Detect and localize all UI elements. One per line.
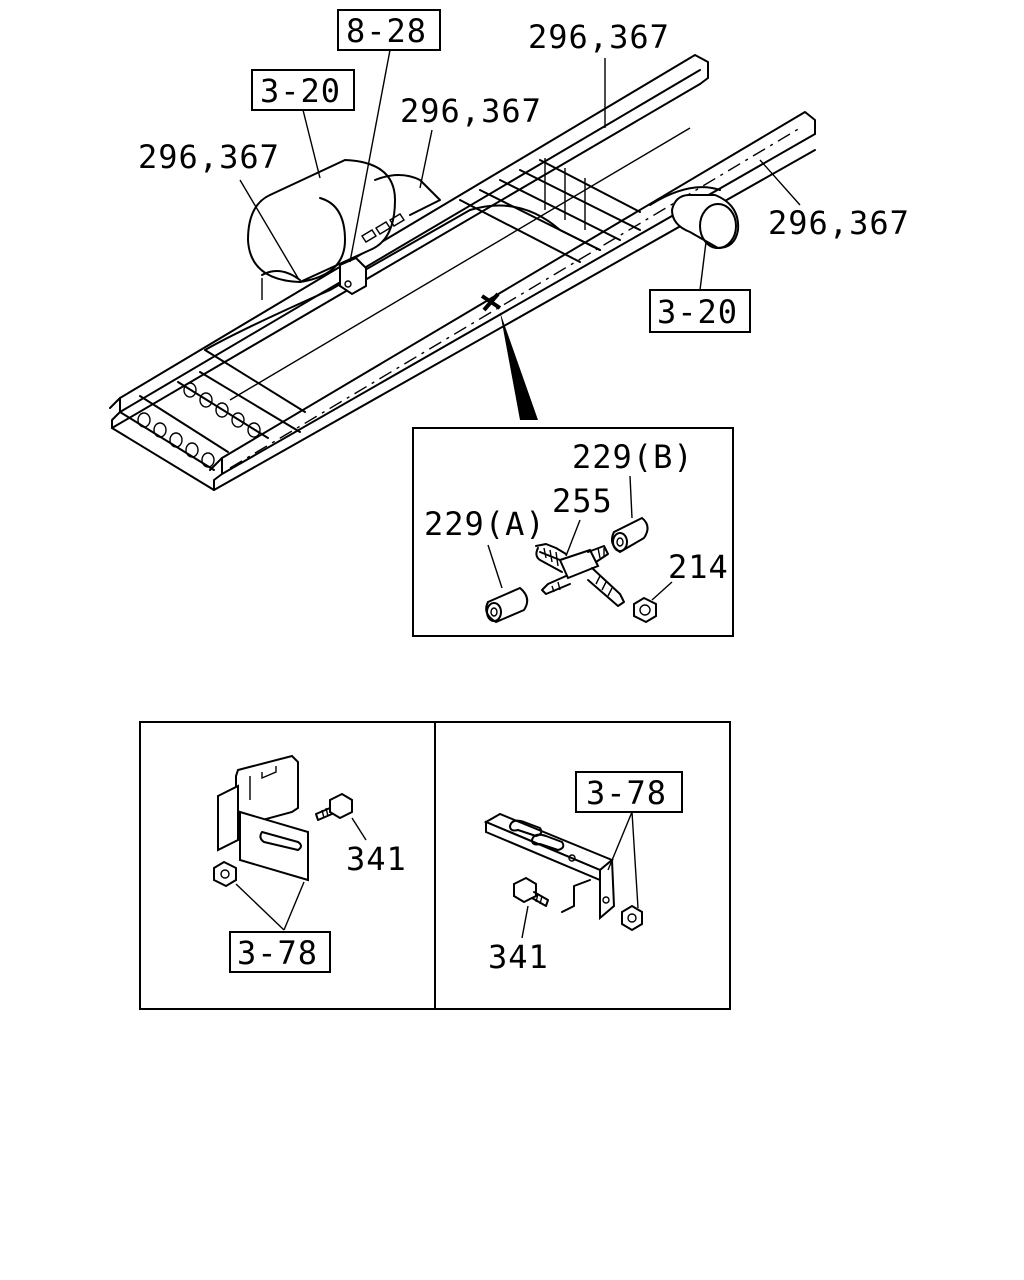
sleeve-229-b	[611, 516, 649, 554]
label-296-367-right: 296,367	[768, 204, 910, 242]
bolt-341-right	[513, 876, 549, 907]
bracket-left	[217, 754, 309, 882]
label-255: 255	[552, 482, 613, 520]
label-341-left: 341	[346, 840, 407, 878]
label-341-right: 341	[488, 938, 549, 976]
sleeve-229-a	[485, 586, 529, 624]
chassis-frame	[109, 54, 816, 491]
bracket-right	[483, 812, 616, 921]
label-ref-8-28: 8-28	[337, 9, 441, 51]
nut-left	[213, 860, 237, 888]
label-214: 214	[668, 548, 729, 586]
detail-pointer	[500, 312, 538, 420]
label-ref-3-20-right: 3-20	[649, 289, 751, 333]
svg-text:3-78: 3-78	[237, 934, 318, 972]
air-tank-left	[246, 158, 441, 300]
label-229-a: 229(A)	[424, 505, 546, 543]
svg-text:3-78: 3-78	[586, 774, 667, 812]
svg-text:3-20: 3-20	[260, 72, 341, 110]
air-tank-right	[670, 194, 740, 250]
svg-text:3-20: 3-20	[657, 293, 738, 331]
nut-right	[621, 904, 643, 932]
valve-bracket	[339, 256, 367, 296]
label-296-367-left: 296,367	[138, 138, 280, 176]
detail-box-fittings: 229(B) 255 229(A) 214	[412, 427, 734, 637]
crossmember-holes	[137, 382, 261, 468]
label-ref-3-78-left: 3-78	[229, 931, 331, 973]
cross-fitting-255	[535, 543, 625, 607]
svg-text:8-28: 8-28	[346, 12, 427, 50]
label-ref-3-78-right: 3-78	[575, 771, 683, 813]
leader-lines	[239, 49, 801, 291]
bracket-detail-panels: 341 3-78 3-7	[139, 721, 731, 1010]
label-ref-3-20-top: 3-20	[251, 69, 355, 111]
label-229-b: 229(B)	[572, 438, 694, 476]
location-x-mark	[480, 292, 502, 312]
bolt-341-left	[315, 792, 353, 821]
label-296-367-mid: 296,367	[400, 92, 542, 130]
nut-214	[633, 596, 657, 624]
label-296-367-top-right: 296,367	[528, 18, 670, 56]
